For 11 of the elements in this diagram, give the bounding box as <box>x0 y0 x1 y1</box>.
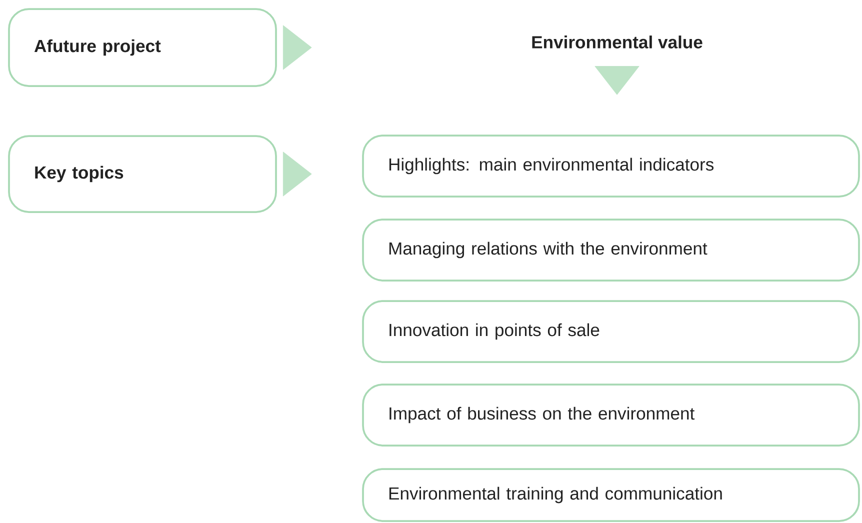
arrow <box>282 152 312 196</box>
arrow <box>282 25 312 70</box>
topic-box: Afuture project <box>8 8 277 87</box>
topic-box: Highlights: main environmental indicators <box>362 134 860 198</box>
topic-box: Environmental training and communication <box>362 468 860 522</box>
topic-box: Innovation in points of sale <box>362 300 860 363</box>
heading-text: Environmental value <box>532 36 702 48</box>
topic-box: Impact of business on the environment <box>362 384 860 446</box>
topic-box: Key topics <box>8 135 277 213</box>
topic-box: Managing relations with the environment <box>362 218 860 282</box>
arrow <box>594 66 640 95</box>
